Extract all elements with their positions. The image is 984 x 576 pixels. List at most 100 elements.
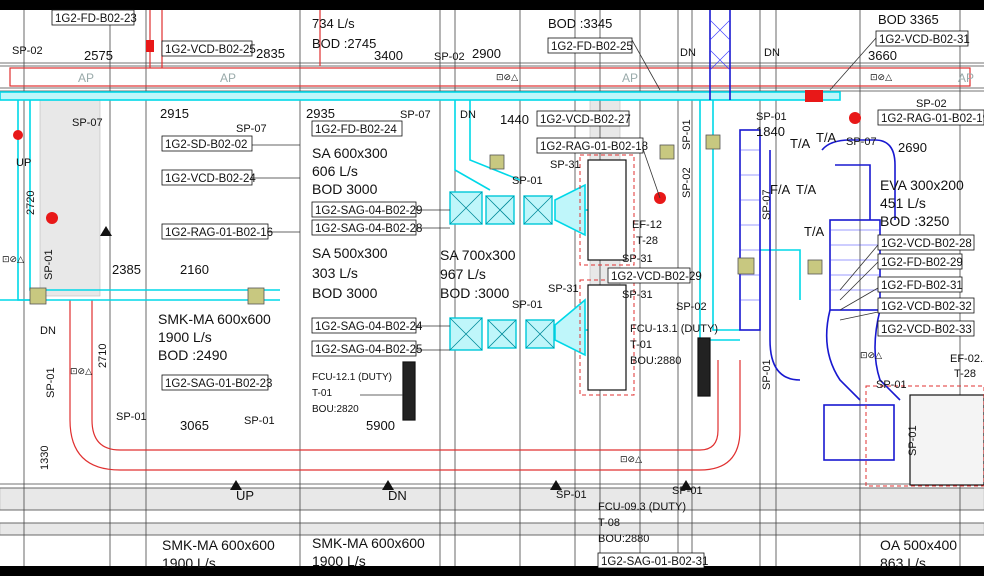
note-smk3-flow: 1900 L/s	[312, 553, 366, 569]
tag-vcd-b02-33: 1G2-VCD-B02-33	[881, 324, 972, 336]
dim-2160: 2160	[180, 262, 209, 277]
dim-2690: 2690	[898, 140, 927, 155]
note-ef12-name: EF-12	[632, 219, 662, 231]
note-fcu093-t: T-08	[598, 517, 620, 529]
label-ap-d: AP	[958, 71, 974, 85]
dim-1330: 1330	[39, 446, 51, 470]
tag-vcd-b02-24: 1G2-VCD-B02-24	[165, 173, 256, 185]
note-sa1-flow: 606 L/s	[312, 163, 358, 179]
notes: 734 L/s BOD :2745 BOD :3345 BOD 3365 SA …	[158, 12, 984, 571]
tag-fd-b02-25: 1G2-FD-B02-25	[551, 41, 633, 53]
note-top-bod: BOD :2745	[312, 36, 376, 51]
grille-row-1	[449, 191, 553, 225]
tag-sag-b02-24: 1G2-SAG-04-B02-24	[315, 321, 423, 333]
label-sp02-d: SP-02	[676, 301, 707, 313]
note-smk2-flow: 1900 L/s	[162, 555, 216, 571]
note-eva-bod: BOD :3250	[880, 213, 949, 229]
note-smk2-size: SMK-MA 600x600	[162, 537, 275, 553]
label-sp07-b: SP-07	[236, 123, 267, 135]
note-smk1-size: SMK-MA 600x600	[158, 311, 271, 327]
note-sa2-flow: 303 L/s	[312, 265, 358, 281]
label-sp01-b: SP-01	[512, 299, 543, 311]
note-sa3-bod: BOD :3000	[440, 285, 509, 301]
tag-sag-b02-29: 1G2-SAG-04-B02-29	[315, 205, 422, 217]
label-fa: F/A	[770, 182, 791, 197]
flow-arrows	[100, 226, 692, 490]
drawing-sheet	[0, 10, 984, 566]
label-dn-b: DN	[764, 47, 780, 59]
vlabel-sp07-mid: SP-07	[761, 189, 773, 220]
label-sp01-f: SP-01	[672, 485, 703, 497]
dim-2720: 2720	[25, 191, 37, 215]
symbol-a: ⊡⊘△	[496, 73, 518, 83]
note-ef12-t: T-28	[636, 235, 658, 247]
tag-vcd-b02-32: 1G2-VCD-B02-32	[881, 301, 972, 313]
tag-fd-b02-24: 1G2-FD-B02-24	[315, 124, 397, 136]
dimensions: 2575 2835 3400 2900 3660 2915 2935 1440 …	[25, 46, 927, 470]
letterbox-bottom	[0, 566, 984, 576]
note-sa1-size: SA 600x300	[312, 145, 388, 161]
note-fcu093-bou: BOU:2880	[598, 533, 649, 545]
tag-sag-b02-25: 1G2-SAG-04-B02-25	[315, 344, 422, 356]
label-ta-d: T/A	[804, 224, 825, 239]
tag-boxes	[51, 9, 984, 569]
tag-sd-b02-02: 1G2-SD-B02-02	[165, 139, 247, 151]
note-sa2-size: SA 500x300	[312, 245, 388, 261]
tag-vcd-b02-29: 1G2-VCD-B02-29	[611, 271, 702, 283]
note-smk1-flow: 1900 L/s	[158, 329, 212, 345]
dim-5900: 5900	[366, 418, 395, 433]
tag-vcd-b02-27: 1G2-VCD-B02-27	[540, 114, 631, 126]
dim-3065: 3065	[180, 418, 209, 433]
note-sa3-size: SA 700x300	[440, 247, 516, 263]
dim-3660: 3660	[868, 48, 897, 63]
note-fcu121-t: T-01	[312, 388, 332, 399]
tag-vcd-b02-28: 1G2-VCD-B02-28	[881, 238, 972, 250]
note-ef021-t: T-28	[954, 368, 976, 380]
tag-vcd-b02-31: 1G2-VCD-B02-31	[879, 34, 970, 46]
label-dn-c: DN	[460, 109, 476, 121]
label-up-a: UP	[16, 157, 31, 169]
note-ef021-name: EF-02.1	[950, 353, 984, 365]
tag-sag-b02-23: 1G2-SAG-01-B02-23	[165, 378, 272, 390]
label-up-b: UP	[236, 488, 254, 503]
note-eva-flow: 451 L/s	[880, 195, 926, 211]
dim-1440: 1440	[500, 112, 529, 127]
tag-fd-b02-29: 1G2-FD-B02-29	[881, 257, 963, 269]
vertical-labels: SP-01 SP-01 SP-01 SP-02 SP-07 SP-01 SP-0…	[43, 119, 919, 456]
dim-2835: 2835	[256, 46, 285, 61]
fcu-units	[402, 159, 984, 486]
label-sp01-a: SP-01	[512, 175, 543, 187]
tag-vcd-b02-25: 1G2-VCD-B02-25	[165, 44, 256, 56]
dim-3400: 3400	[374, 48, 403, 63]
label-dn-e: DN	[388, 488, 407, 503]
label-sp01-g: SP-01	[876, 379, 907, 391]
note-sa1-bod: BOD 3000	[312, 181, 378, 197]
vlabel-sp01-left: SP-01	[43, 249, 55, 280]
note-top-flow: 734 L/s	[312, 16, 355, 31]
label-sp31-c: SP-31	[622, 253, 653, 265]
label-ta-a: T/A	[790, 136, 811, 151]
leaders	[252, 37, 879, 396]
tag-sag-b02-31: 1G2-SAG-01-B02-31	[601, 556, 708, 568]
fcu-outlines-red	[579, 154, 984, 487]
note-fcu121-bou: BOU:2820	[312, 404, 359, 415]
label-ap-b: AP	[220, 71, 236, 85]
note-fcu093-name: FCU-09.3 (DUTY)	[598, 501, 686, 513]
note-fcu131-bou: BOU:2880	[630, 355, 681, 367]
symbol-c: ⊡⊘△	[860, 351, 882, 361]
label-dn-a: DN	[680, 47, 696, 59]
dim-2385: 2385	[112, 262, 141, 277]
note-smk3-size: SMK-MA 600x600	[312, 535, 425, 551]
label-sp02-c: SP-02	[916, 98, 947, 110]
label-sp01-d: SP-01	[244, 415, 275, 427]
symbol-b: ⊡⊘△	[870, 73, 892, 83]
label-ap-a: AP	[78, 71, 94, 85]
tag-fd-b02-23: 1G2-FD-B02-23	[55, 13, 137, 25]
label-sp07-a: SP-07	[72, 117, 103, 129]
dim-2710: 2710	[97, 344, 109, 368]
note-sa3-flow: 967 L/s	[440, 266, 486, 282]
note-bod-3345: BOD :3345	[548, 16, 612, 31]
symbol-e: ⊡⊘△	[620, 455, 642, 465]
note-oa-size: OA 500x400	[880, 537, 957, 553]
